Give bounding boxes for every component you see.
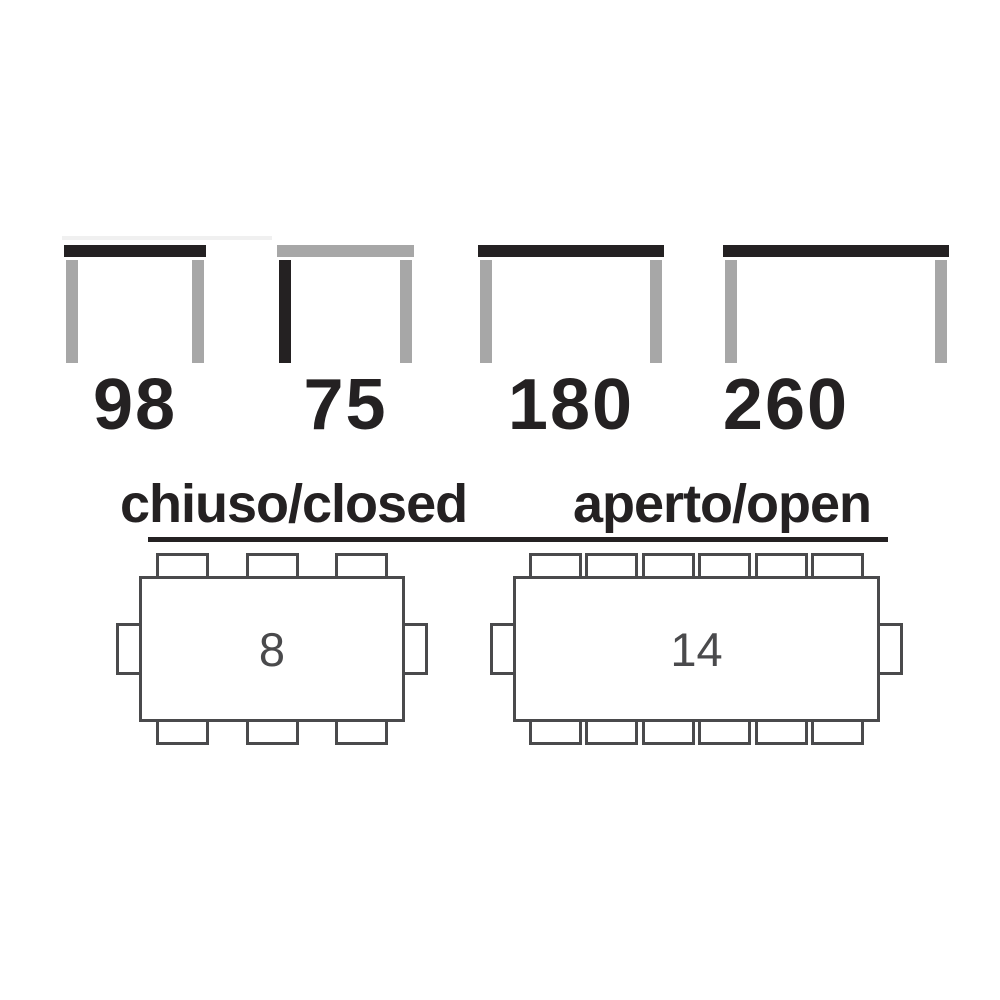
chair [585,553,639,579]
open-state-label: aperto/open [573,474,872,534]
dimension-label: 98 [92,365,178,445]
dimension-label: 180 [507,365,635,445]
table-leg-left [480,260,492,363]
chair [698,719,752,745]
divider-rule [148,537,888,542]
chair [335,719,388,745]
chair [156,719,209,745]
side-view-height: 75 [277,245,414,445]
dimension-label: 260 [722,365,850,445]
tabletop-bar [723,245,949,257]
chair [811,719,864,745]
side-view-length-closed: 180 [478,245,664,445]
chair [490,623,516,675]
table-leg-right [650,260,662,363]
tabletop-bar [277,245,414,257]
chair [529,553,582,579]
table-leg-right [935,260,947,363]
table-leg-right [400,260,412,363]
chair [811,553,864,579]
chair [335,553,388,579]
faint-artifact-line [62,236,272,240]
closed-state-label: chiuso/closed [120,474,468,534]
side-view-depth: 98 [64,245,206,445]
tabletop-bar [64,245,206,257]
side-view-length-open: 260 [723,245,949,445]
tabletop-bar [478,245,664,257]
chair [754,553,808,579]
chair [754,719,808,745]
table-leg-left [279,260,291,363]
chair [156,553,209,579]
chair [116,623,142,675]
chair [877,623,903,675]
table-leg-left [66,260,78,363]
table-leg-left [725,260,737,363]
chair [245,553,299,579]
chair [245,719,299,745]
chair [641,553,695,579]
table-surface-open: 14 [513,576,880,722]
seat-count-closed: 8 [258,622,286,676]
chair [402,623,428,675]
chair [585,719,639,745]
table-surface-closed: 8 [139,576,405,722]
chair [641,719,695,745]
seat-count-open: 14 [670,622,723,676]
chair [529,719,582,745]
dimension-label: 75 [303,365,388,445]
table-leg-right [192,260,204,363]
chair [698,553,752,579]
